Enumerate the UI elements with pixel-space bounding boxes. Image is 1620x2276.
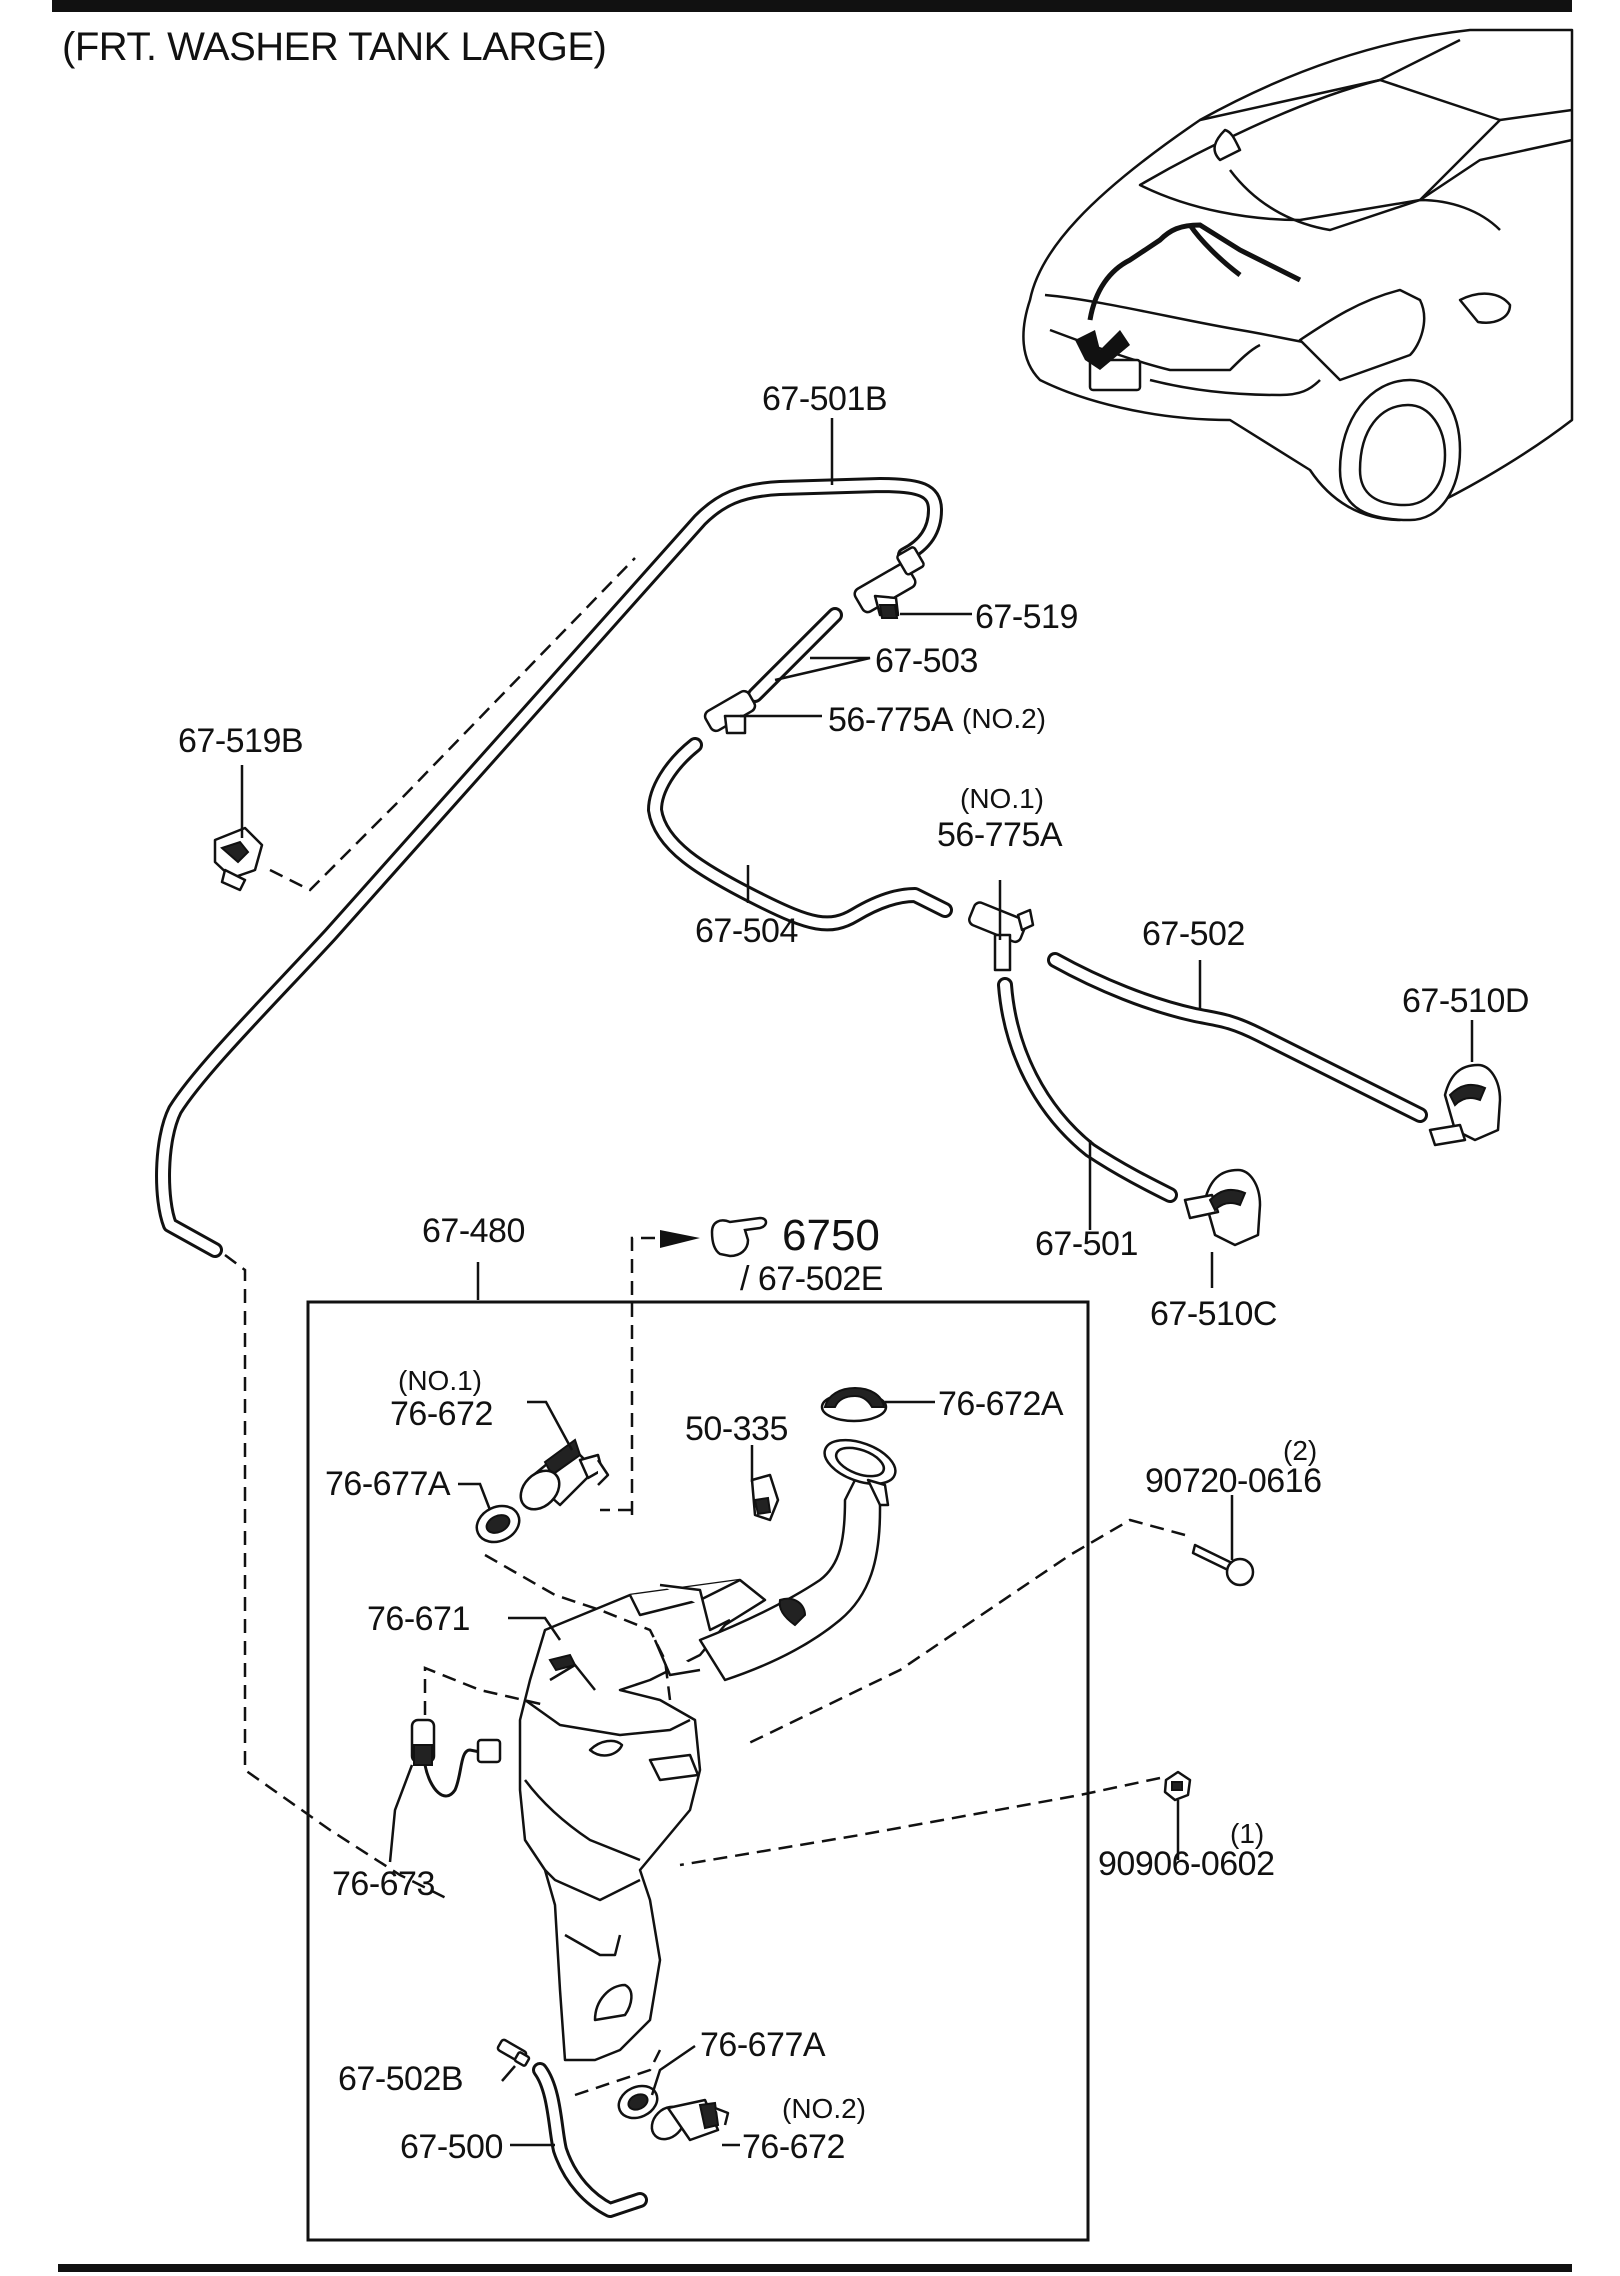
clip-67-519b [213, 826, 264, 892]
fitting-56-775a-no2 [703, 689, 757, 735]
hose-67-500 [532, 2062, 648, 2218]
bolt-90720-0616 [1191, 1543, 1255, 1587]
reference-sub: / 67-502E [740, 1260, 883, 1298]
label-50-335: 50-335 [685, 1410, 788, 1448]
t-fitting-67-519 [853, 546, 925, 619]
label-56-775a-no2-qualifier: (NO.2) [962, 703, 1046, 734]
label-76-672-no2: 76-672 [742, 2128, 845, 2166]
label-qty-2: (2) [1283, 1435, 1317, 1466]
label-90720-0616: 90720-0616 [1145, 1462, 1322, 1500]
filler-neck [698, 1438, 897, 1682]
label-67-502b: 67-502B [338, 2060, 463, 2098]
dash-sensor [423, 1666, 546, 1715]
pump-76-672-no2 [650, 2098, 730, 2142]
reference-arrow [630, 1230, 700, 1515]
pointing-hand-icon [710, 1216, 768, 1258]
label-76-672a: 76-672A [938, 1385, 1064, 1423]
label-67-502: 67-502 [1142, 915, 1245, 953]
clip-50-335 [750, 1473, 780, 1522]
label-56-775a-no1: 56-775A [937, 816, 1063, 854]
dash-bottom-grommet [574, 2049, 662, 2097]
cap-76-672a [820, 1386, 888, 1423]
pump-76-672-no1 [519, 1438, 610, 1511]
vehicle-illustration [1022, 28, 1574, 522]
hose-67-502 [1047, 952, 1428, 1123]
dash-pump-no1 [484, 1508, 672, 1701]
label-67-510c: 67-510C [1150, 1295, 1277, 1333]
label-76-673: 76-673 [332, 1865, 435, 1903]
label-67-501: 67-501 [1035, 1225, 1138, 1263]
label-67-510d: 67-510D [1402, 982, 1529, 1020]
hose-67-504 [647, 737, 953, 932]
leader-lines [240, 418, 1474, 2147]
grommet-76-677a-bottom [617, 2084, 659, 2120]
hose-67-503 [747, 607, 843, 703]
dash-hose-to-tank [224, 1254, 451, 1902]
label-67-519b: 67-519B [178, 722, 303, 760]
nozzle-67-510d [1428, 1063, 1502, 1147]
bottom-rule [58, 2264, 1572, 2272]
label-67-501b: 67-501B [762, 380, 887, 418]
label-76-677a-bottom: 76-677A [700, 2026, 826, 2064]
label-no1-fitting: (NO.1) [960, 783, 1044, 814]
tank-assembly-box [306, 1300, 1090, 2242]
joint-67-502b [496, 2038, 531, 2067]
label-56-775a-no2: 56-775A [828, 701, 954, 739]
label-no2-pump: (NO.2) [782, 2093, 866, 2124]
level-sensor-76-673 [410, 1718, 502, 1798]
label-76-671: 76-671 [367, 1600, 470, 1638]
nozzle-67-510c [1183, 1168, 1262, 1247]
hose-67-501 [997, 977, 1178, 1203]
label-67-504: 67-504 [695, 912, 798, 950]
label-90906-0602: 90906-0602 [1098, 1845, 1275, 1883]
reference-6750: 6750 / 67-502E [710, 1211, 883, 1298]
hose-67-501b [155, 477, 943, 1258]
fitting-56-775a-no1 [968, 901, 1035, 972]
label-qty-1: (1) [1230, 1818, 1264, 1849]
label-67-500: 67-500 [400, 2128, 503, 2166]
grommet-76-677a-top [475, 1504, 521, 1544]
diagram-title: (FRT. WASHER TANK LARGE) [62, 25, 606, 69]
dash-nut [679, 1776, 1161, 1867]
label-no1-pump: (NO.1) [398, 1365, 482, 1396]
label-76-672-no1: 76-672 [390, 1395, 493, 1433]
label-67-480: 67-480 [422, 1212, 525, 1250]
top-rule [52, 0, 1572, 12]
label-76-677a-top: 76-677A [325, 1465, 451, 1503]
dash-67-519b [269, 557, 636, 892]
label-67-519: 67-519 [975, 598, 1078, 636]
nut-90906-0602 [1163, 1770, 1192, 1802]
label-67-503: 67-503 [875, 642, 978, 680]
reference-page: 6750 [782, 1211, 880, 1260]
